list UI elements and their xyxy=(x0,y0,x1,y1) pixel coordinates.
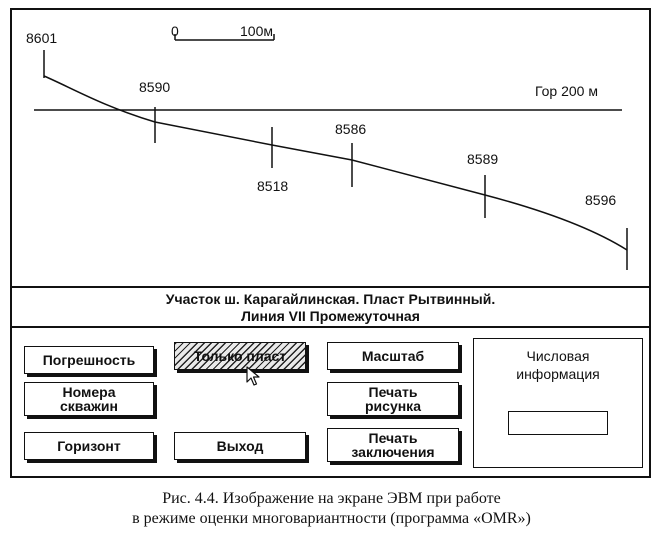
numeric-info-title-line1: Числовая xyxy=(526,348,590,364)
exit-button-label: Выход xyxy=(216,438,264,454)
section-caption-line2: Линия VII Промежуточная xyxy=(241,308,420,324)
numeric-info-field[interactable] xyxy=(508,411,608,435)
well-label-8596: 8596 xyxy=(585,192,617,208)
well-numbers-button-label-1: Номера xyxy=(62,384,116,400)
well-numbers-button[interactable]: Номера скважин xyxy=(24,382,154,416)
horizon-button[interactable]: Горизонт xyxy=(24,432,154,460)
print-conclusion-button[interactable]: Печать заключения xyxy=(327,428,459,462)
well-numbers-button-label-2: скважин xyxy=(60,398,118,414)
print-conclusion-button-label-1: Печать xyxy=(368,430,418,446)
only-seam-button-label: Только пласт xyxy=(193,348,287,364)
numeric-info-panel: Числовая информация xyxy=(473,338,643,468)
mouse-pointer-icon xyxy=(246,366,260,386)
numeric-info-title: Числовая информация xyxy=(474,347,642,383)
error-button[interactable]: Погрешность xyxy=(24,346,154,374)
scale-button-label: Масштаб xyxy=(361,348,425,364)
well-label-8590: 8590 xyxy=(139,79,171,95)
print-conclusion-button-label-2: заключения xyxy=(351,444,435,460)
figure-caption: Рис. 4.4. Изображение на экране ЭВМ при … xyxy=(0,489,663,529)
well-label-8601: 8601 xyxy=(26,30,58,46)
horizon-label: Гор 200 м xyxy=(535,83,598,99)
scale-bar-end-label: 100м xyxy=(240,23,273,39)
well-label-8518: 8518 xyxy=(257,178,289,194)
print-figure-button-label-2: рисунка xyxy=(365,398,421,414)
numeric-info-title-line2: информация xyxy=(516,366,600,382)
section-drawing xyxy=(34,34,628,270)
scale-bar-start-label: 0 xyxy=(171,23,179,39)
program-screen: 0 100м Гор 200 м 8601 8590 8518 8586 858… xyxy=(10,8,651,478)
section-caption-line1: Участок ш. Карагайлинская. Пласт Рытвинн… xyxy=(165,291,496,307)
well-label-8586: 8586 xyxy=(335,121,367,137)
error-button-label: Погрешность xyxy=(42,352,136,368)
seam-profile-line xyxy=(43,75,628,251)
print-figure-button[interactable]: Печать рисунка xyxy=(327,382,459,416)
exit-button[interactable]: Выход xyxy=(174,432,306,460)
print-figure-button-label-1: Печать xyxy=(368,384,418,400)
only-seam-button[interactable]: Только пласт xyxy=(174,342,306,370)
figure-caption-line1: Рис. 4.4. Изображение на экране ЭВМ при … xyxy=(162,490,501,507)
figure-caption-line2: в режиме оценки многовариантности (прогр… xyxy=(132,510,531,527)
well-label-8589: 8589 xyxy=(467,151,499,167)
control-panel: Погрешность Только пласт Масштаб Номера … xyxy=(12,328,649,476)
scale-button[interactable]: Масштаб xyxy=(327,342,459,370)
section-plot: 0 100м Гор 200 м 8601 8590 8518 8586 858… xyxy=(12,10,649,286)
section-caption: Участок ш. Карагайлинская. Пласт Рытвинн… xyxy=(12,286,649,328)
horizon-button-label: Горизонт xyxy=(57,438,121,454)
